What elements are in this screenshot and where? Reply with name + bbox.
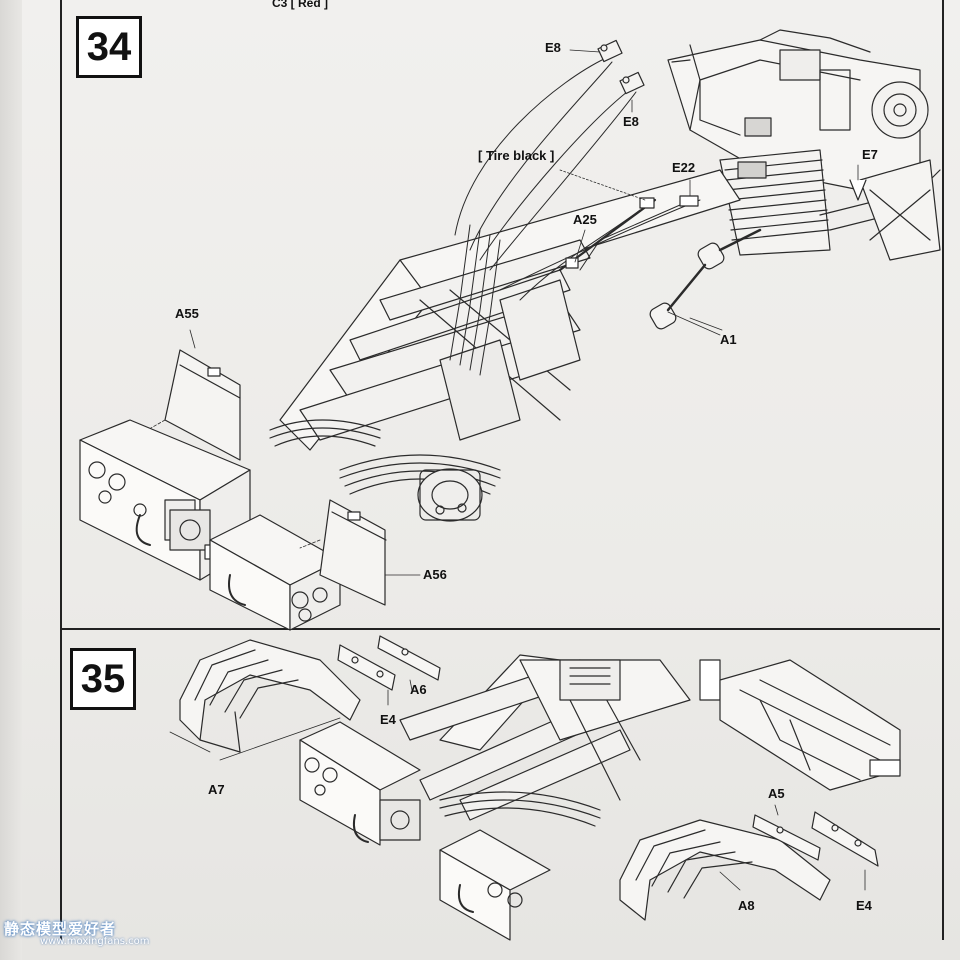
a1-ujoint — [649, 228, 762, 336]
step-35-number: 35 — [70, 648, 136, 710]
e22-part — [679, 179, 699, 207]
chassis-step35 — [399, 654, 721, 827]
callout-e4-right: E4 — [856, 898, 872, 913]
differential — [417, 468, 483, 522]
e8-connectors — [597, 39, 645, 95]
chassis-rails — [279, 169, 741, 451]
callout-a8: A8 — [738, 898, 755, 913]
a7-fender — [169, 639, 361, 761]
callout-a6: A6 — [410, 682, 427, 697]
a25-rod — [558, 169, 657, 272]
callout-a5: A5 — [768, 786, 785, 801]
e4-a6-brackets-left — [337, 635, 441, 706]
step-34-number: 34 — [76, 16, 142, 78]
callout-e4-left: E4 — [380, 712, 396, 727]
page-frame — [60, 0, 944, 940]
engine-block — [667, 29, 929, 191]
e7-part — [849, 164, 867, 201]
callout-e7: E7 — [862, 147, 878, 162]
step-divider — [61, 628, 940, 630]
rear-bumper-35-left — [299, 721, 421, 846]
callout-e8-top: E8 — [545, 40, 561, 55]
rear-bumper-35-right — [439, 829, 551, 941]
drive-shaft — [819, 159, 941, 261]
page-binding-edge — [0, 0, 22, 960]
a5-e4-brackets-right — [752, 804, 879, 891]
callout-a56: A56 — [423, 567, 447, 582]
callout-a25: A25 — [573, 212, 597, 227]
top-fragment-label: C3 [ Red ] — [272, 0, 329, 10]
callout-a7: A7 — [208, 782, 225, 797]
a55-mudflap — [129, 329, 241, 461]
callout-a55: A55 — [175, 306, 199, 321]
callout-e22: E22 — [672, 160, 696, 175]
a56-mudflap — [299, 499, 421, 606]
leaf-springs — [269, 419, 501, 495]
watermark-logo: 静态模型爱好者 — [4, 920, 117, 938]
callout-e8-mid: E8 — [623, 114, 639, 129]
callout-a1: A1 — [720, 332, 737, 347]
watermark-url: www.moxingfans.com — [40, 936, 150, 947]
a8-fender — [619, 819, 831, 921]
radiator-grille — [719, 149, 831, 256]
rear-frame-right — [719, 659, 901, 791]
callout-tire-black: [ Tire black ] — [478, 148, 555, 163]
